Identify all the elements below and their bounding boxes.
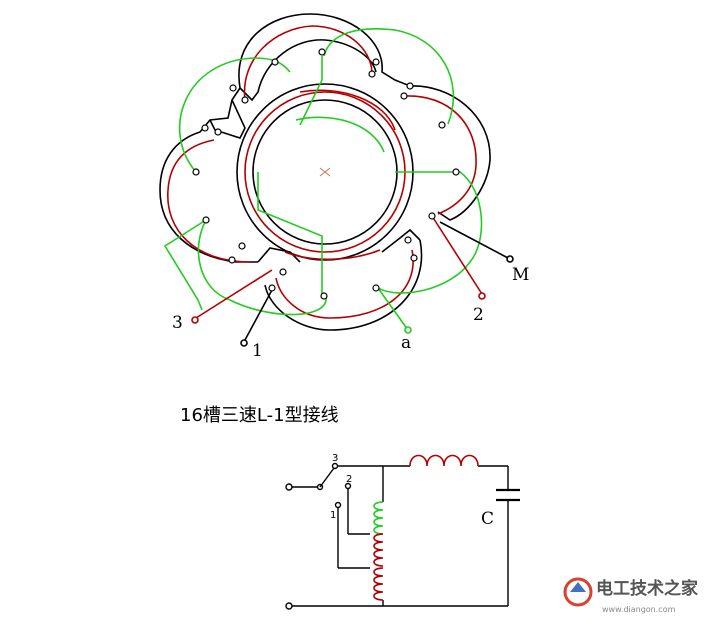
coil-vertical (373, 501, 384, 601)
switch-label-3: 3 (332, 453, 338, 464)
stator-winding-diagram: M 2 3 1 a (159, 13, 529, 361)
terminal-label-1: 1 (252, 341, 263, 361)
center-mark (319, 167, 331, 177)
watermark: 电工技术之家 www.diangon.com (563, 577, 698, 614)
green-winding-path (163, 28, 483, 331)
lead-2 (431, 215, 486, 300)
lead-3 (191, 269, 273, 324)
terminal-label-M: M (512, 265, 529, 285)
diagram-caption: 16槽三速L-1型接线 (180, 405, 339, 426)
watermark-brand: 电工技术之家 (596, 578, 698, 599)
black-winding-path (159, 13, 491, 331)
lead-1 (240, 289, 273, 347)
speed-switch-schematic (285, 462, 520, 610)
logo-icon (563, 577, 593, 607)
terminal-label-3: 3 (172, 313, 183, 333)
lead-M (439, 221, 514, 263)
red-winding-path (167, 25, 477, 319)
lead-a (404, 326, 412, 334)
switch-label-2: 2 (346, 474, 352, 485)
watermark-url: www.diangon.com (602, 605, 676, 614)
black-inner-loops (209, 39, 421, 263)
coil-horizontal (409, 454, 479, 467)
coil-series (409, 454, 479, 467)
terminal-label-a: a (401, 333, 411, 353)
winding-connection-points (192, 48, 460, 300)
switch-label-1: 1 (330, 510, 336, 521)
terminal-label-2: 2 (473, 305, 484, 325)
capacitor-label: C (481, 509, 494, 529)
capacitor (496, 488, 520, 502)
switch-blade (319, 467, 335, 488)
